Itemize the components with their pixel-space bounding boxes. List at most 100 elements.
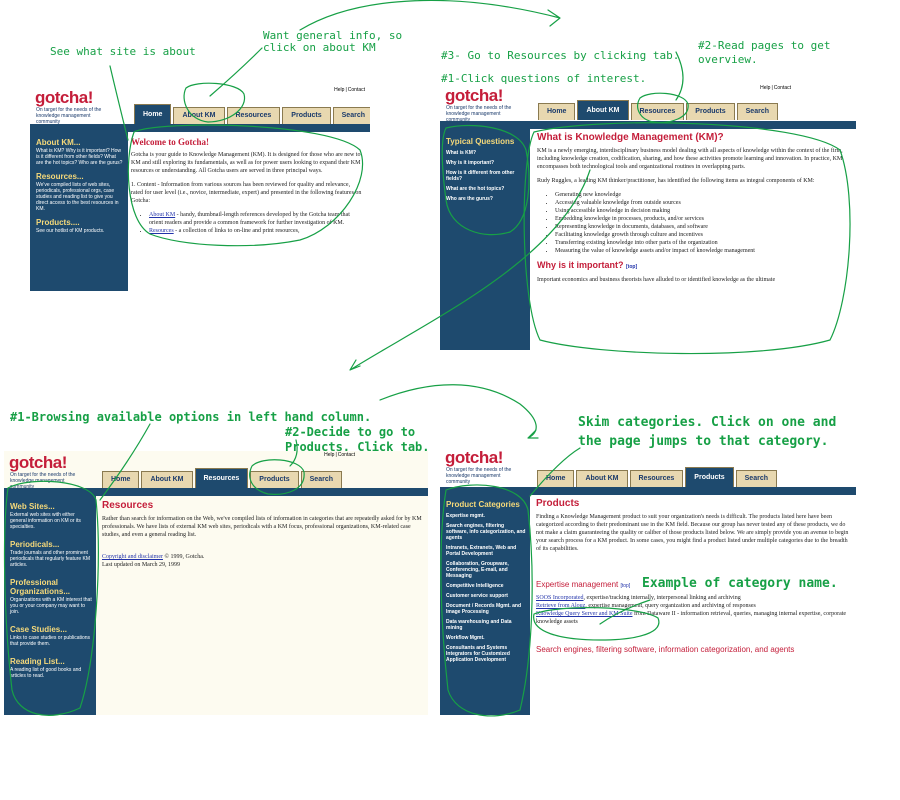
site-tagline: On target for the needs of the knowledge… xyxy=(446,467,512,485)
copyright-line: Copyright and disclaimer © 1999, Gotcha. xyxy=(102,554,205,560)
list-item: Accessing valuable knowledge from outsid… xyxy=(555,199,849,207)
sidebar-item-consultants[interactable]: Consultants and Systems Integrators for … xyxy=(446,645,510,663)
tab-bar: Home About KM Resources Products Search xyxy=(538,100,780,120)
contact-link[interactable]: Contact xyxy=(773,85,791,91)
sidebar-item-intranets[interactable]: Intranets, Extranets, Web and Portal Dev… xyxy=(446,545,517,557)
annotation-click-questions: #1-Click questions of interest. xyxy=(441,72,647,85)
sidebar-item-gurus[interactable]: Who are the gurus? xyxy=(446,196,493,202)
sidebar-about-heading[interactable]: About KM... xyxy=(36,138,81,147)
tab-search[interactable]: Search xyxy=(332,107,370,124)
sidebar-item-collaboration[interactable]: Collaboration, Groupware, Conferencing, … xyxy=(446,561,509,579)
sidebar-about-text: What is KM? Why is it important? How is … xyxy=(36,148,123,166)
site-tagline: On target for the needs of the knowledge… xyxy=(446,105,512,123)
resources-link[interactable]: Resources xyxy=(149,228,174,234)
help-link[interactable]: Help xyxy=(760,85,771,91)
nav-bar xyxy=(440,487,856,495)
sidebar-products-heading[interactable]: Products.... xyxy=(36,218,80,227)
why-important-heading: Why is it important? [top] xyxy=(537,260,638,271)
annotation-browse-options: #1-Browsing available options in left ha… xyxy=(10,410,372,424)
tab-resources[interactable]: Resources xyxy=(630,103,685,120)
tab-resources[interactable]: Resources xyxy=(194,468,249,488)
tab-search[interactable]: Search xyxy=(300,471,342,488)
sidebar-item-case-studies[interactable]: Case Studies... xyxy=(10,625,67,634)
sidebar-item-what-is-km[interactable]: What is KM? xyxy=(446,150,476,156)
annotation-go-resources: #3- Go to Resources by clicking tab. xyxy=(441,49,680,62)
sidebar-item-web-sites[interactable]: Web Sites... xyxy=(10,502,55,511)
sidebar-item-professional-orgs[interactable]: Professional Organizations... xyxy=(10,578,71,596)
panel-resources-page: gotcha! On target for the needs of the k… xyxy=(4,451,428,715)
sidebar-item-expertise[interactable]: Expertise mgmt. xyxy=(446,513,485,519)
product-link[interactable]: Retrieve from Alouz xyxy=(536,603,586,609)
contact-link[interactable]: Contact xyxy=(347,87,365,93)
tab-home[interactable]: Home xyxy=(134,104,172,124)
top-link[interactable]: [top] xyxy=(620,583,631,589)
sidebar-item-hot-topics[interactable]: What are the hot topics? xyxy=(446,186,505,192)
utility-links: Help|Contact xyxy=(324,452,355,458)
tab-resources[interactable]: Resources xyxy=(226,107,281,124)
sidebar-item-why-important[interactable]: Why is it important? xyxy=(446,160,495,166)
tab-about-km[interactable]: About KM xyxy=(576,470,628,487)
tab-products[interactable]: Products xyxy=(282,107,331,124)
left-sidebar: About KM... What is KM? Why is it import… xyxy=(30,132,128,291)
list-item: Using accessible knowledge in decision m… xyxy=(555,207,849,215)
sidebar-item-periodicals[interactable]: Periodicals... xyxy=(10,540,60,549)
main-content: Welcome to Gotcha! Gotcha is your guide … xyxy=(131,138,363,241)
page-title: What is Knowledge Management (KM)? xyxy=(537,132,724,143)
annotation-see-site: See what site is about xyxy=(50,45,196,58)
sidebar-item-data-warehousing[interactable]: Data warehousing and Data mining xyxy=(446,619,512,631)
about-km-link[interactable]: About KM xyxy=(149,212,176,218)
content-paragraph: 1. Content - Information from various so… xyxy=(131,182,362,204)
tab-about-km[interactable]: About KM xyxy=(577,100,629,120)
sidebar-resources-text: We've compiled lists of web sites, perio… xyxy=(36,182,119,212)
gotcha-logo[interactable]: gotcha! xyxy=(9,453,67,472)
page-title: Products xyxy=(536,498,580,509)
site-tagline: On target for the needs of the knowledge… xyxy=(36,107,102,125)
sidebar-resources-heading[interactable]: Resources... xyxy=(36,172,84,181)
main-content: Resources Rather than search for informa… xyxy=(102,500,422,575)
sidebar-products-text: See our hotlist of KM products. xyxy=(36,228,105,234)
copyright-link[interactable]: Copyright and disclaimer xyxy=(102,554,163,560)
sidebar-item-document-mgmt[interactable]: Document / Records Mgmt. and Image Proce… xyxy=(446,603,522,615)
sidebar-item-search-engines[interactable]: Search engines, filtering software, info… xyxy=(446,523,526,541)
feature-list: About KM - handy, thumbnail-length refer… xyxy=(149,211,363,235)
sidebar-item-how-different[interactable]: How is it different from other fields? xyxy=(446,170,515,182)
product-entry: SOOS Incorporated, expertise/tracking in… xyxy=(536,595,741,601)
utility-links: Help|Contact xyxy=(334,87,365,93)
tab-products[interactable]: Products xyxy=(686,103,735,120)
category-heading-expertise: Expertise management [top] xyxy=(536,580,631,590)
top-link[interactable]: [top] xyxy=(626,264,638,270)
tab-about-km[interactable]: About KM xyxy=(173,107,225,124)
tab-products[interactable]: Products xyxy=(685,467,734,487)
tab-home[interactable]: Home xyxy=(102,471,140,488)
tab-products[interactable]: Products xyxy=(250,471,299,488)
tab-bar: Home About KM Resources Products Search xyxy=(537,467,779,487)
left-sidebar: Product Categories Expertise mgmt. Searc… xyxy=(440,495,530,715)
product-link[interactable]: Knowledge Query Server and KM Suite xyxy=(536,611,633,617)
sidebar-item-reading-list[interactable]: Reading List... xyxy=(10,657,65,666)
gotcha-logo[interactable]: gotcha! xyxy=(445,448,503,467)
sidebar-item-customer-service[interactable]: Customer service support xyxy=(446,593,508,599)
list-item: Facilitating knowledge growth through cu… xyxy=(555,231,849,239)
help-link[interactable]: Help xyxy=(334,87,345,93)
tab-search[interactable]: Search xyxy=(735,470,777,487)
sidebar-item-workflow[interactable]: Workflow Mgmt. xyxy=(446,635,485,641)
gotcha-logo[interactable]: gotcha! xyxy=(35,88,93,107)
gotcha-logo[interactable]: gotcha! xyxy=(445,86,503,105)
intro-paragraph: Gotcha is your guide to Knowledge Manage… xyxy=(131,152,361,174)
tab-resources[interactable]: Resources xyxy=(629,470,684,487)
typical-questions-heading: Typical Questions xyxy=(446,137,515,146)
product-categories-heading: Product Categories xyxy=(446,500,520,509)
sidebar-item-competitive-intel[interactable]: Competitive Intelligence xyxy=(446,583,504,589)
help-link[interactable]: Help xyxy=(324,452,335,458)
page-title: Resources xyxy=(102,500,154,511)
tab-about-km[interactable]: About KM xyxy=(141,471,193,488)
product-link[interactable]: SOOS Incorporated xyxy=(536,595,584,601)
contact-link[interactable]: Contact xyxy=(337,452,355,458)
tab-home[interactable]: Home xyxy=(538,103,576,120)
tab-home[interactable]: Home xyxy=(537,470,575,487)
tab-search[interactable]: Search xyxy=(736,103,778,120)
resources-paragraph: Rather than search for information on th… xyxy=(102,516,422,538)
